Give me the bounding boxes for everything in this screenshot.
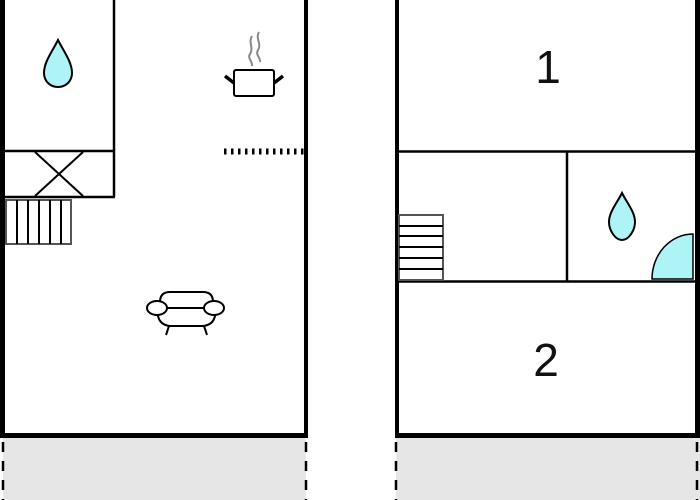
water-drop-icon xyxy=(42,37,74,89)
armchair-icon xyxy=(146,291,225,336)
stairs-icon xyxy=(398,214,444,281)
ground-floor xyxy=(0,0,308,500)
bedroom-2-label: 2 xyxy=(533,334,559,386)
terrace-area xyxy=(396,438,700,500)
water-drop-icon xyxy=(607,190,637,242)
cooking-pot-icon xyxy=(223,31,285,97)
bedroom-1-label: 1 xyxy=(535,41,561,93)
quarter-circle-shower-icon xyxy=(651,233,694,280)
terrace-area xyxy=(3,438,306,500)
stairs-icon xyxy=(5,199,72,245)
first-floor: 1 2 xyxy=(394,0,700,500)
x-cross-icon xyxy=(34,151,84,197)
